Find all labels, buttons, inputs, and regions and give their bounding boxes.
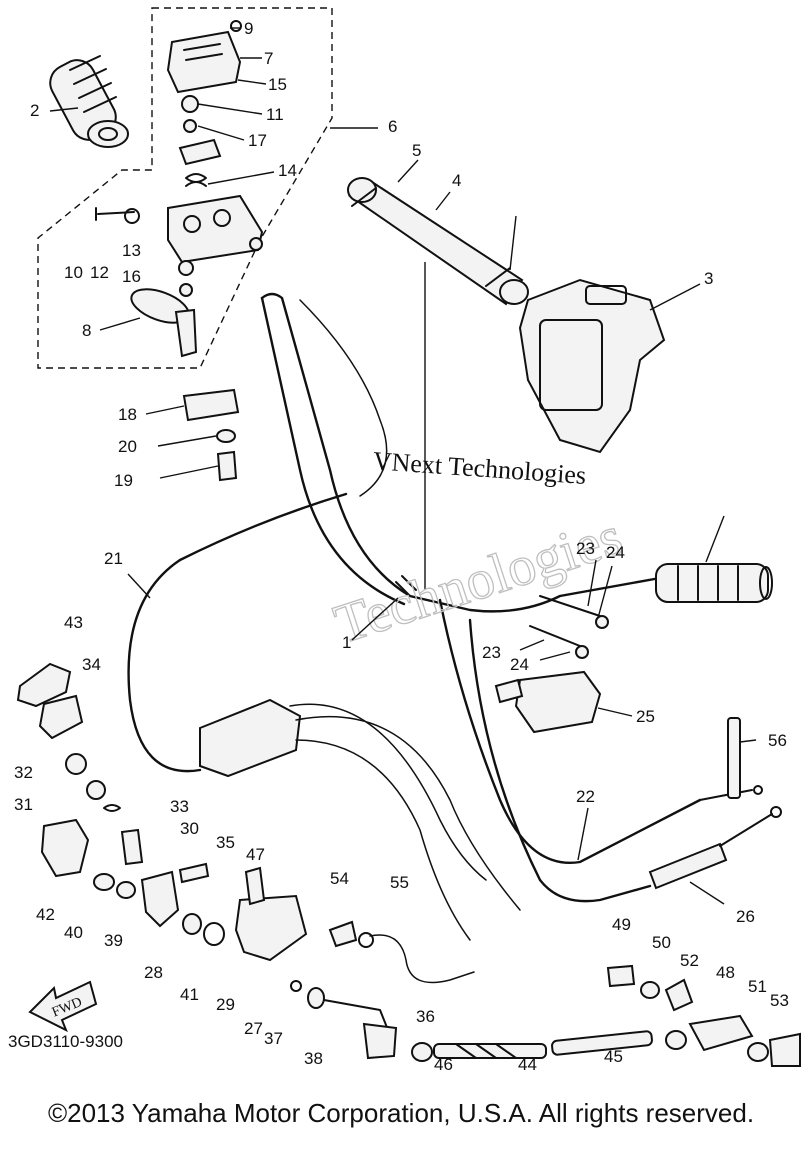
cable-adjusters [529, 595, 609, 659]
callout-19: 19 [114, 471, 133, 490]
switch-housing-lower [95, 194, 264, 297]
callout-36: 36 [416, 1007, 435, 1026]
callout-2: 2 [30, 101, 39, 120]
callout-32: 32 [14, 763, 33, 782]
throttle-lever [130, 288, 198, 358]
callout-48: 48 [716, 963, 735, 982]
callout-28: 28 [144, 963, 163, 982]
leader-lines [49, 27, 757, 905]
switch-unit [494, 670, 602, 734]
callout-25: 25 [636, 707, 655, 726]
watermark-line1: VNext Technologies [372, 446, 587, 490]
callout-43: 43 [64, 613, 83, 632]
callout-44: 44 [518, 1055, 537, 1070]
throttle-cables [438, 598, 782, 903]
callout-45: 45 [604, 1047, 623, 1066]
callout-51: 51 [748, 977, 767, 996]
callout-46: 46 [434, 1055, 453, 1070]
callout-16: 16 [122, 267, 141, 286]
callout-37: 37 [264, 1029, 283, 1048]
callout-23b: 23 [482, 643, 501, 662]
handlebar [260, 262, 662, 613]
callout-3: 3 [704, 269, 713, 288]
callout-17: 17 [248, 131, 267, 150]
left-small-parts [16, 662, 225, 946]
callout-31: 31 [14, 795, 33, 814]
callout-1: 1 [342, 633, 351, 652]
right-grip [655, 563, 773, 603]
callout-33: 33 [170, 797, 189, 816]
callout-34: 34 [82, 655, 101, 674]
callout-11: 11 [266, 105, 284, 124]
callout-38: 38 [304, 1049, 323, 1068]
linkage-assembly [234, 866, 475, 1060]
callout-49: 49 [612, 915, 631, 934]
callout-54: 54 [330, 869, 349, 888]
callout-35: 35 [216, 833, 235, 852]
callout-56: 56 [768, 731, 787, 750]
copyright-notice: ©2013 Yamaha Motor Corporation, U.S.A. A… [47, 1098, 755, 1128]
callout-52: 52 [680, 951, 699, 970]
callout-21: 21 [104, 549, 123, 568]
callout-47: 47 [246, 845, 265, 864]
cable-loop [127, 299, 521, 941]
callout-14: 14 [278, 161, 297, 180]
callout-8: 8 [82, 321, 91, 340]
callout-18: 18 [118, 405, 137, 424]
callout-24a: 24 [606, 543, 625, 562]
cable-strap [727, 717, 741, 799]
callout-24b: 24 [510, 655, 529, 674]
exploded-parts-diagram: FWD VNext Technologies Technologies 3GD3… [8, 7, 801, 1070]
callout-23a: 23 [576, 539, 595, 558]
assembly-boundary [37, 7, 333, 369]
callout-40: 40 [64, 923, 83, 942]
drawing-number: 3GD3110-9300 [8, 1032, 123, 1051]
callout-29: 29 [216, 995, 235, 1014]
callout-42: 42 [36, 905, 55, 924]
switch-housing-upper [166, 20, 242, 187]
callout-6: 6 [388, 117, 397, 136]
control-cover [518, 278, 666, 454]
callout-9: 9 [244, 19, 253, 38]
lever-tube [347, 177, 529, 306]
callout-53: 53 [770, 991, 789, 1010]
rod-and-bracket [411, 964, 801, 1067]
callout-50: 50 [652, 933, 671, 952]
forward-arrow-icon: FWD [28, 980, 98, 1033]
left-grip [49, 55, 129, 148]
callout-4: 4 [452, 171, 461, 190]
callout-13: 13 [122, 241, 141, 260]
callout-15: 15 [268, 75, 287, 94]
callout-5: 5 [412, 141, 421, 160]
callout-labels: 1 2 3 4 5 6 7 8 9 10 11 12 13 14 15 16 1… [14, 19, 789, 1070]
callout-39: 39 [104, 931, 123, 950]
callout-7: 7 [264, 49, 273, 68]
callout-27: 27 [244, 1019, 263, 1038]
watermark-line2: Technologies [327, 505, 629, 656]
callout-12: 12 [90, 263, 109, 282]
lower-bracket [182, 388, 240, 482]
callout-41: 41 [180, 985, 199, 1004]
callout-30: 30 [180, 819, 199, 838]
callout-26: 26 [736, 907, 755, 926]
callout-10: 10 [64, 263, 83, 282]
callout-22: 22 [576, 787, 595, 806]
callout-55: 55 [390, 873, 409, 892]
callout-20: 20 [118, 437, 137, 456]
